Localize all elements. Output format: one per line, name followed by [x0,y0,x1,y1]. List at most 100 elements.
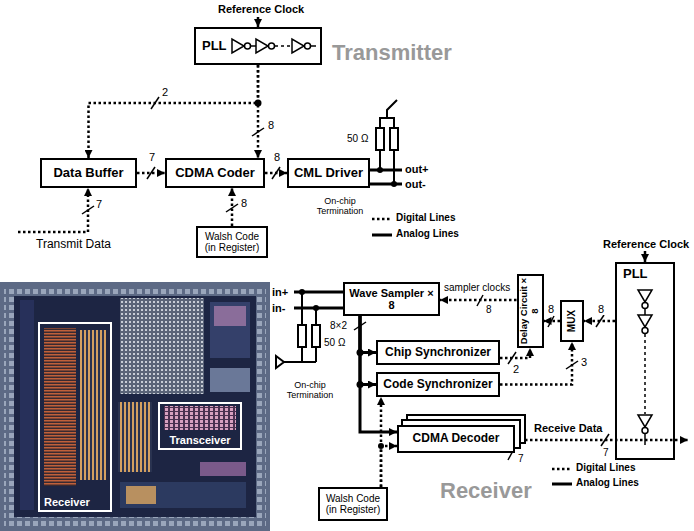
inverter-chain-part [642,428,648,434]
box-label: MUX [566,303,577,339]
register-box: Walsh Code (in Register) [318,487,388,521]
chip-photo-part [14,296,256,517]
register-box: Walsh Code (in Register) [196,226,268,258]
process-box: Wave Sampler × 8 [343,282,440,316]
box-label: PLL [623,267,648,282]
chip-photo-part [20,300,34,510]
signal-name: Reference Clock [218,3,304,16]
termination-network-part [312,325,320,347]
legend-line-sample [372,229,392,241]
bus-width: 8×2 [330,320,347,332]
pin-name: in+ [272,286,288,299]
digital-line [137,172,165,175]
box-label: Walsh Code (in Register) [324,493,382,515]
termination-network-part [370,169,402,172]
box-label: Receiver [44,496,90,508]
box-label: CDMA Coder [175,166,255,181]
termination-network-part [370,183,402,186]
inverter-chain-part [638,290,652,302]
bus-width: 8 [486,304,492,316]
inverter-chain [638,290,652,445]
inverter-chain-part [642,328,648,334]
chip-photo-part [44,328,76,486]
termination-network-part [390,128,398,150]
section-title: Transmitter [332,40,452,65]
digital-line [544,320,561,323]
box-label: PLL [202,39,227,54]
process-box: Chip Synchronizer [376,340,500,365]
digital-wire-part [525,439,688,442]
chip-photo-part [4,286,266,527]
box-label: CDMA Decoder [413,432,500,445]
signal-name: Receive Data [534,422,603,435]
clock-input-arrow [258,17,645,262]
termination-network-part [298,325,306,347]
legend-line-sample [552,463,572,475]
legend-text: Analog Lines [576,477,639,488]
analog-line [360,316,376,353]
digital-line [257,65,260,158]
box-label: CML Driver [294,166,363,181]
box-label: Data Buffer [53,166,123,181]
section-title: Receiver [440,478,532,503]
legend-line-sample [372,218,392,221]
inverter-chain-part [644,334,646,414]
digital-line [265,172,287,175]
pll-block: PLL [194,27,322,65]
resistor-value: 50 Ω [347,133,368,145]
photo-region-box: Receiver [38,322,112,512]
pll-block: PLL [615,262,675,460]
process-box: CML Driver [287,158,370,188]
box-label: Code Synchronizer [383,378,492,391]
inverter-chain [232,39,316,53]
bus-width: 3 [580,357,588,368]
digital-line [584,320,615,323]
box-label: Wave Sampler × 8 [349,287,434,312]
chip-photo-part [126,486,156,504]
signal-name: sampler clocks [443,283,511,293]
inverter-chain-part [275,45,291,47]
chip-photo-part [210,368,250,392]
bus-width: 8 [547,304,555,315]
inverter-chain-part [305,43,311,49]
bus-slash-part [82,206,94,214]
bus-width: 7 [96,198,102,211]
bus-slash [82,97,609,460]
bus-width: 8 [597,304,605,315]
process-box: Delay Circuit × 8 [517,274,544,348]
digital-line [89,65,259,158]
inverter-chain-part [638,315,652,327]
inverter-chain-part [642,303,648,309]
process-box: CDMA Decoder [397,425,515,453]
chip-photo-part [214,306,246,326]
bus-slash-part [601,434,609,446]
pin-name: out+ [405,163,429,176]
chip-photo-part [0,282,270,531]
pin-name: in- [272,302,285,315]
analog-line [360,316,376,385]
legend-line-sample [552,468,572,471]
termination-network-part [387,100,397,118]
legend-text: Analog Lines [396,228,459,239]
signal-name: Transmit Data [36,238,111,252]
process-box: Data Buffer [40,158,137,188]
photo-region-box: Transceiver [158,402,242,450]
digital-line [500,342,572,385]
resistor-value: 50 Ω [324,337,345,349]
inverter-chain-part [638,415,652,427]
signal-name: Reference Clock [603,238,689,251]
inverter-chain-part [311,45,316,47]
bus-width: 2 [512,364,520,375]
inverter-chain-part [644,309,646,316]
termination-network-part [376,128,384,150]
legend-line-sample [372,213,392,225]
bus-width: 8 [273,152,281,163]
legend-line-sample [552,478,572,490]
legend-line-sample [552,483,572,486]
inverter-chain-part [292,39,304,53]
digital-wire [18,188,688,440]
digital-wire-part [18,188,88,232]
digital-line [500,348,530,358]
